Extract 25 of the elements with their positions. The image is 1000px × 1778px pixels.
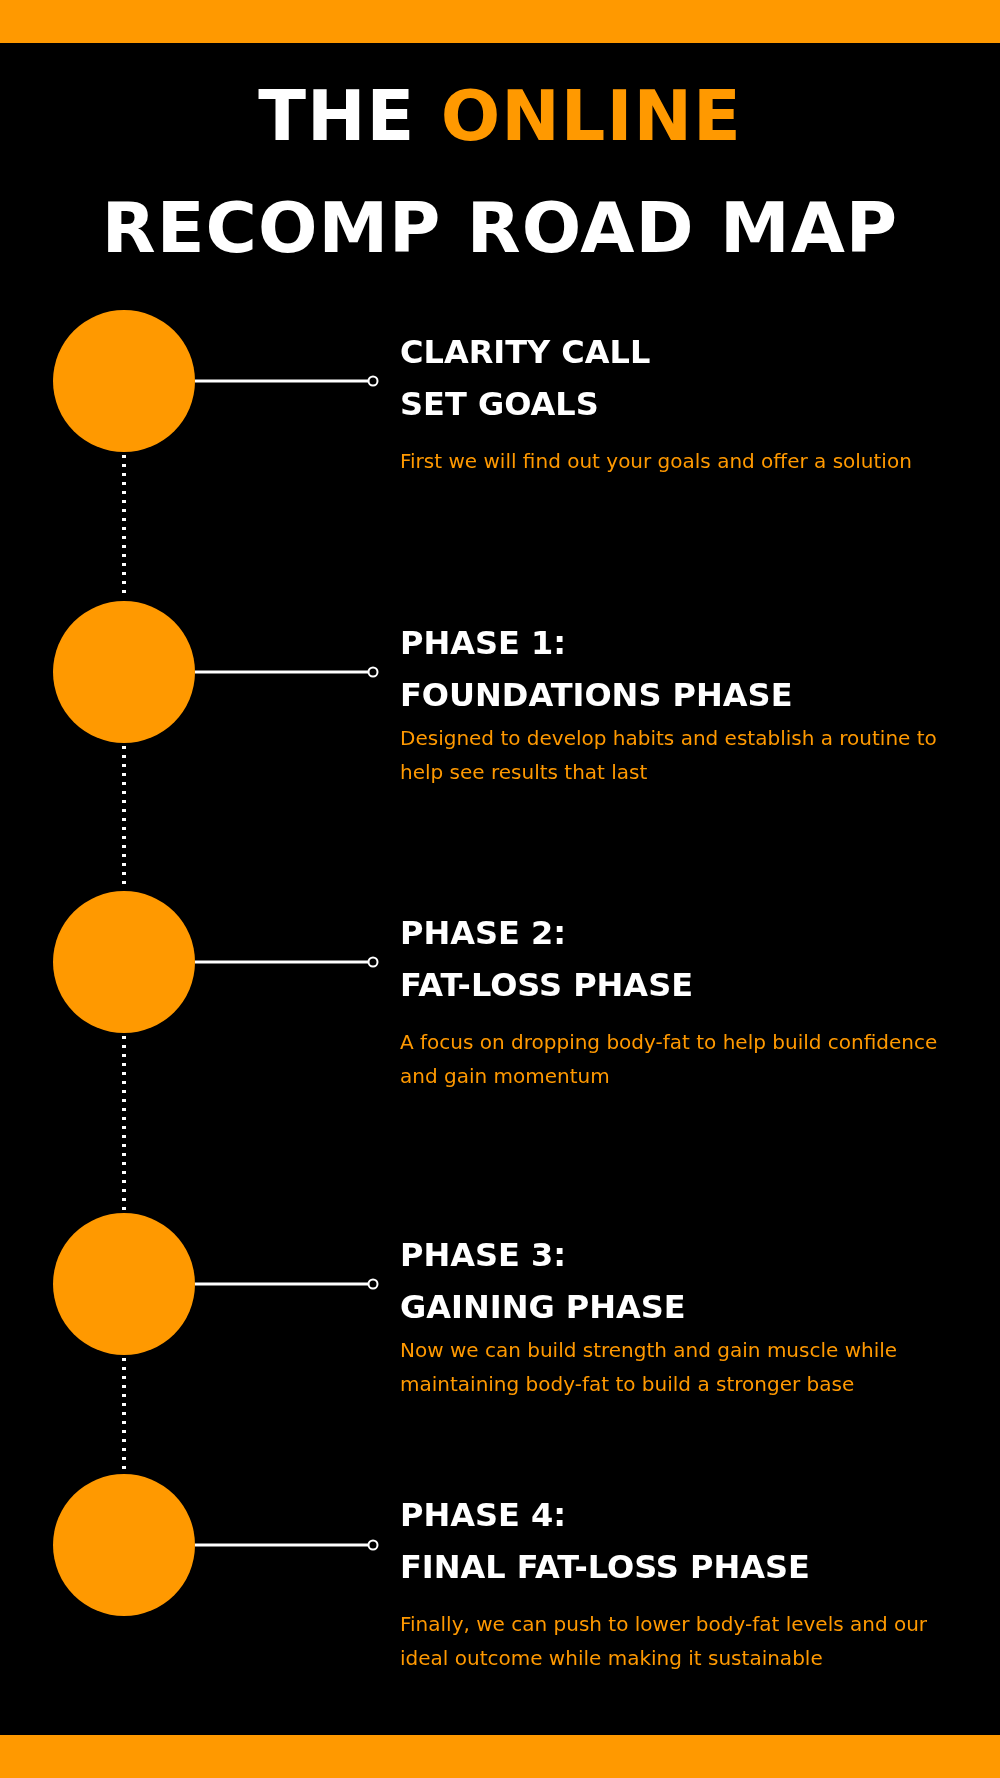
step-heading: GAINING PHASE [400, 1287, 686, 1328]
connector-line [195, 375, 379, 387]
step-description: A focus on dropping body-fat to help build confidence and gain momentum [400, 1029, 938, 1090]
accent-band [0, 1735, 1000, 1778]
step-heading: PHASE 3: [400, 1235, 567, 1276]
step-heading: PHASE 2: [400, 913, 567, 954]
accent-band [0, 0, 1000, 43]
step-description: Finally, we can push to lower body-fat levels and our ideal outcome while making it sustainable [400, 1611, 929, 1672]
step-description: First we will find out your goals and offer a solution [400, 448, 912, 475]
step-heading: FINAL FAT-LOSS PHASE [400, 1547, 810, 1588]
step-heading: SET GOALS [400, 384, 599, 425]
connector-line [195, 956, 379, 968]
dotted-connector [122, 1358, 126, 1471]
step-heading: FOUNDATIONS PHASE [400, 675, 793, 716]
connector-line [195, 666, 379, 678]
step-heading: FAT-LOSS PHASE [400, 965, 694, 1006]
step-description: Now we can build strength and gain muscle while maintaining body-fat to build a stronger base [400, 1337, 899, 1398]
step-description: Designed to develop habits and establish a routine to help see results that last [400, 725, 938, 786]
step-heading: CLARITY CALL [400, 332, 651, 373]
connector-line [195, 1278, 379, 1290]
connector-line [195, 1539, 379, 1551]
step-heading: PHASE 4: [400, 1495, 567, 1536]
title: THE ONLINE RECOMP ROAD MAP [100, 74, 900, 271]
step-heading: PHASE 1: [400, 623, 567, 664]
dotted-connector [122, 1036, 126, 1210]
